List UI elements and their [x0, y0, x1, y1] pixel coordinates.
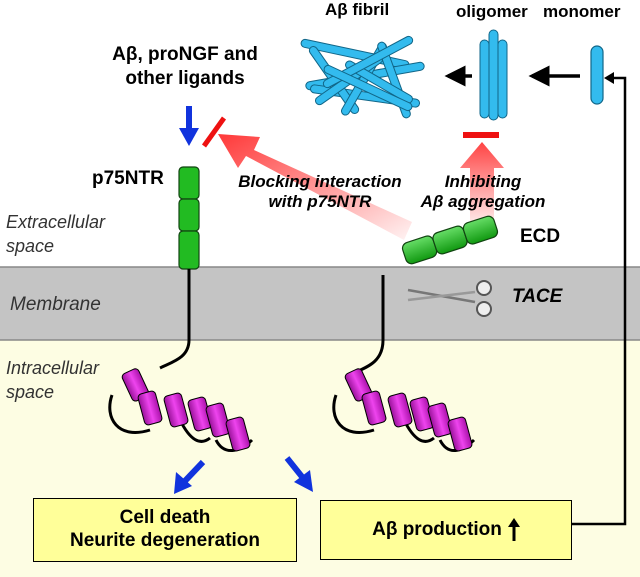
abeta-fibril-label: Aβ fibril — [325, 0, 390, 19]
blocking-arrow — [218, 134, 412, 240]
blocking-label-line2: with p75NTR — [268, 192, 372, 211]
oligomer-label: oligomer — [456, 2, 528, 21]
ecd-fragment — [401, 215, 499, 265]
ligand-binding-arrow — [179, 106, 199, 146]
ligands-label-line1: Aβ, proNGF and — [112, 44, 258, 65]
blocking-label-line1: Blocking interaction — [238, 172, 402, 191]
cleaved-receptor — [332, 275, 476, 452]
production-feedback-line — [572, 72, 627, 526]
abeta-fibril — [300, 35, 425, 119]
signal-arrow-right — [284, 456, 313, 492]
p75ntr-receptor — [159, 166, 200, 370]
up-arrow-icon — [507, 518, 520, 541]
intracellular-label-line1: Intracellular — [6, 358, 100, 378]
p75ntr-label: p75NTR — [92, 168, 164, 189]
abeta-production-box: Aβ production — [320, 500, 572, 560]
cell-death-text: Cell death — [119, 507, 211, 529]
ligands-label-line2: other ligands — [125, 68, 245, 89]
abeta-monomer — [590, 45, 604, 105]
membrane-label: Membrane — [10, 294, 101, 315]
monomer-label: monomer — [543, 2, 621, 21]
abeta-production-text: Aβ production — [372, 518, 502, 540]
tace-label: TACE — [512, 286, 563, 307]
ecd-label: ECD — [520, 226, 561, 247]
inhibiting-label-line1: Inhibiting — [444, 172, 522, 191]
inhibiting-arrow — [460, 142, 504, 228]
abeta-oligomer — [479, 29, 508, 121]
cell-death-box: Cell death Neurite degeneration — [33, 498, 297, 562]
scissors-icon — [407, 280, 492, 317]
extracellular-label-line1: Extracellular — [6, 212, 106, 232]
p75ntr-intracellular-domain — [108, 368, 254, 452]
intracellular-label-line2: space — [6, 382, 55, 402]
membrane-band — [0, 267, 640, 340]
p75ntr-inhibition-bar — [201, 116, 227, 148]
inhibiting-label-line2: Aβ aggregation — [420, 192, 546, 211]
neurite-degeneration-text: Neurite degeneration — [69, 530, 261, 551]
signal-arrow-left — [174, 459, 206, 494]
extracellular-label-line2: space — [6, 236, 55, 256]
